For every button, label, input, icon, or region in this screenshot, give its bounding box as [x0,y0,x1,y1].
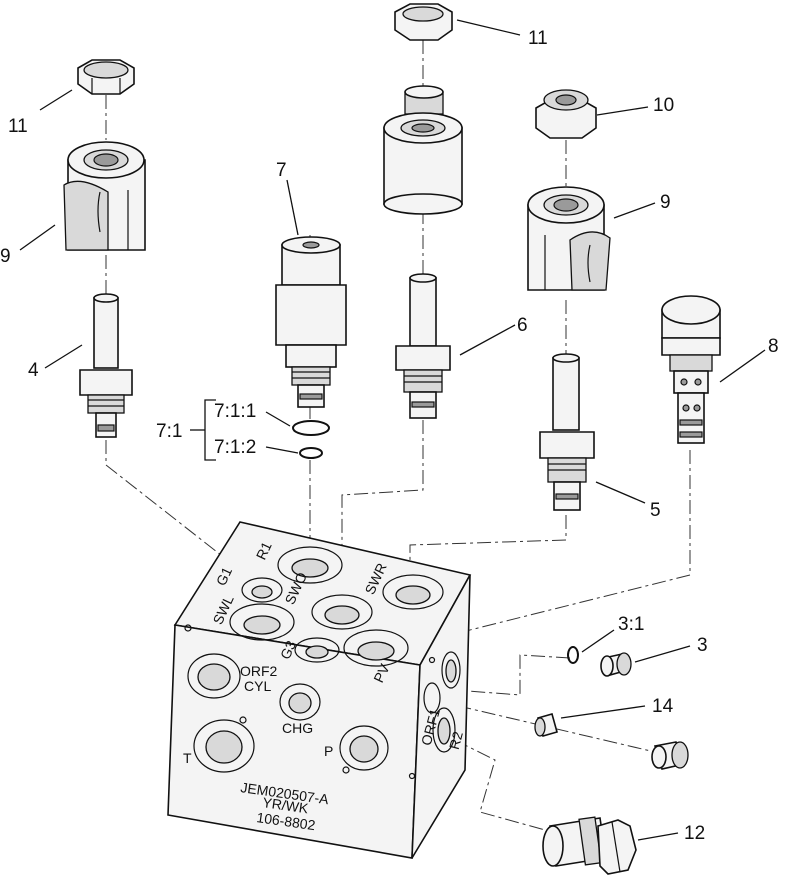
solenoid-coil-6 [383,85,463,215]
callout-7-1: 7:1 [156,421,182,442]
callout-9-left: 9 [0,246,11,267]
o-ring-7-1-1 [292,420,330,436]
callout-9-right: 9 [660,192,671,213]
callout-3: 3 [697,635,708,656]
port-label-p: P [324,743,333,759]
solenoid-coil-9-right [527,186,611,291]
callout-3-1: 3:1 [618,614,644,635]
callout-7-1-1: 7:1:1 [214,401,256,422]
orifice-14 [534,713,558,737]
port-label-pv: PV [370,661,393,685]
port-label-t: T [183,750,192,766]
port-label-g1: G1 [213,564,235,588]
manifold-block: R1 G1 SWO SWR SWL G3 PV ORF2 CYL CHG T P… [167,521,472,859]
hex-nut-10 [535,89,597,139]
callout-5: 5 [650,500,661,521]
callout-11-top: 11 [528,28,548,49]
port-label-r2: R2 [446,729,466,751]
solenoid-coil-9-left [63,141,146,251]
callout-8: 8 [768,336,779,357]
o-ring-7-1-2 [299,447,323,459]
o-ring-3-1 [567,646,579,664]
callout-7-1-2: 7:1:2 [214,437,256,458]
callout-10: 10 [653,95,674,116]
leader-lines [19,19,766,841]
callout-14: 14 [652,696,674,717]
port-label-chg: CHG [282,720,313,736]
port-label-orf2: ORF2 [240,663,278,679]
callout-4: 4 [28,360,39,381]
port-label-g3: G3 [277,638,299,662]
port-label-cyl: CYL [244,678,271,694]
callout-labels: 11 11 10 9 9 7 6 4 8 5 7:1 7:1:1 7:1:2 3… [0,28,779,844]
cartridge-valve-8 [661,295,721,444]
hex-nut-11-left [77,59,135,95]
port-label-r1: R1 [253,539,275,562]
callout-6: 6 [517,315,528,336]
serial-line-2: YR/WK [262,794,310,816]
cartridge-valve-5 [539,353,595,511]
callout-12: 12 [684,823,705,844]
relief-valve-7 [275,236,347,408]
cartridge-valve-6 [395,273,451,419]
plug-3 [600,652,632,677]
callout-7: 7 [276,160,287,181]
plug-12 [542,816,637,875]
callout-11-left: 11 [8,116,28,137]
hex-nut-11-top [394,3,453,41]
plug-lower-right [651,741,689,770]
cartridge-valve-4 [79,293,133,438]
